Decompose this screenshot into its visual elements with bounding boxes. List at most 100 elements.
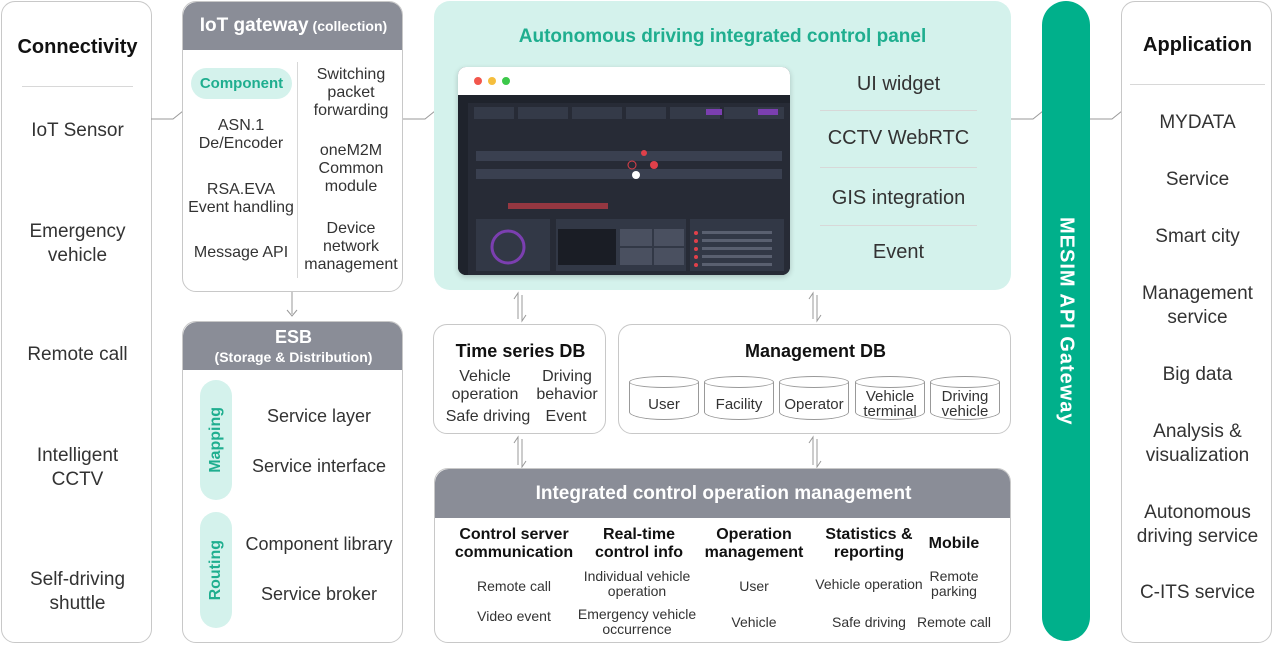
esb-mapping-item: Service layer — [266, 405, 372, 426]
db-cylinder-facility: Facility — [704, 376, 774, 420]
ts-db-item: Driving behavior — [536, 368, 598, 403]
gateway-right-item: Switching packet forwarding — [313, 66, 389, 119]
op-col-item: Emergency vehicle occurrence — [577, 606, 697, 637]
application-item: Autonomous driving service — [1136, 502, 1259, 547]
arrow-panel-management — [808, 291, 822, 323]
panel-item-divider — [820, 110, 977, 111]
arrow-gateway-to-esb — [286, 292, 298, 317]
arrow-gateway-to-application — [1090, 110, 1123, 120]
op-col-item: User — [739, 578, 769, 594]
iot-gateway-title: IoT gateway — [199, 15, 309, 36]
connectivity-item: IoT Sensor — [31, 120, 124, 141]
connectivity-item: Emergency vehicle — [29, 221, 126, 266]
routing-label: Routing — [207, 539, 224, 601]
iot-gateway-subtitle: (collection) — [312, 18, 388, 34]
op-col-item: Vehicle — [731, 614, 777, 630]
esb-header: ESB (Storage & Distribution) — [183, 322, 402, 370]
db-cylinder-label: Vehicle terminal — [863, 388, 917, 420]
db-cylinder-user: User — [629, 376, 699, 420]
window-minimize-icon — [488, 77, 496, 85]
op-col-item: Remote parking — [929, 568, 979, 599]
connectivity-panel: Connectivity IoT Sensor Emergency vehicl… — [1, 1, 152, 643]
iot-gateway-header: IoT gateway (collection) — [183, 2, 402, 50]
connectivity-item: Intelligent CCTV — [36, 445, 119, 490]
mapping-label: Mapping — [207, 407, 224, 473]
esb-routing-item: Component library — [245, 533, 393, 554]
op-col-header: Real-time control info — [595, 526, 683, 561]
arrow-connectivity-to-gateway — [151, 110, 184, 120]
panel-item-divider — [820, 225, 977, 226]
db-cylinder-label: Driving vehicle — [941, 388, 989, 420]
ts-db-item: Vehicle operation — [451, 368, 519, 403]
iot-gateway-vertical-divider — [297, 62, 298, 278]
management-db-title: Management DB — [744, 340, 887, 361]
dashboard-screenshot — [458, 67, 790, 275]
panel-item: GIS integration — [831, 186, 966, 209]
gateway-left-item: ASN.1 De/Encoder — [198, 117, 284, 152]
db-cylinder-label: Operator — [784, 395, 844, 413]
connectivity-item: Self-driving shuttle — [29, 569, 126, 614]
op-col-header: Control server communication — [454, 526, 574, 561]
window-maximize-icon — [502, 77, 510, 85]
op-col-item: Vehicle operation — [815, 575, 923, 592]
gateway-right-item: Device network management — [304, 220, 398, 273]
arrow-timeseries-operation — [513, 435, 527, 469]
op-col-item: Remote call — [917, 614, 991, 630]
application-item: C-ITS service — [1139, 582, 1256, 603]
arrow-management-operation — [808, 435, 822, 469]
dashboard-content-graphic — [458, 95, 790, 275]
application-divider — [1130, 84, 1265, 85]
connectivity-item: Remote call — [27, 344, 128, 365]
op-col-item: Safe driving — [832, 614, 906, 630]
panel-item: UI widget — [856, 72, 941, 95]
esb-subtitle: (Storage & Distribution) — [214, 349, 373, 365]
application-item: Analysis & visualization — [1145, 421, 1250, 466]
panel-item: Event — [872, 240, 925, 263]
dashboard-titlebar — [458, 67, 790, 95]
esb-routing-item: Service broker — [260, 583, 378, 604]
routing-pill: Routing — [200, 512, 232, 628]
db-cylinder-label: User — [648, 395, 680, 413]
api-gateway-bar: MESIM API Gateway — [1042, 1, 1090, 641]
esb-title: ESB — [274, 326, 312, 347]
connectivity-divider — [22, 86, 133, 87]
db-cylinder-label: Facility — [715, 395, 763, 413]
op-col-item: Remote call — [477, 578, 551, 594]
ts-db-item: Event — [545, 408, 587, 425]
connectivity-title: Connectivity — [17, 35, 138, 58]
db-cylinder-driving-vehicle: Driving vehicle — [930, 376, 1000, 420]
application-item: MYDATA — [1159, 112, 1236, 133]
op-col-item: Individual vehicle operation — [583, 568, 691, 599]
op-col-header: Operation management — [704, 526, 804, 561]
gateway-left-item: Message API — [193, 244, 289, 261]
control-panel: Autonomous driving integrated control pa… — [434, 1, 1011, 290]
operation-management-panel: Integrated control operation management … — [434, 468, 1011, 643]
arrow-panel-to-gateway — [1011, 110, 1044, 120]
application-title: Application — [1143, 33, 1252, 56]
gateway-left-item: RSA.EVA Event handling — [188, 181, 294, 216]
application-item: Management service — [1142, 283, 1253, 328]
management-db-panel: Management DB User Facility Operator Veh… — [618, 324, 1011, 434]
application-item: Service — [1165, 169, 1230, 190]
arrow-panel-timeseries — [513, 291, 527, 323]
arrow-gateway-to-panel — [403, 110, 436, 120]
api-gateway-label: MESIM API Gateway — [1055, 216, 1078, 426]
db-cylinder-operator: Operator — [779, 376, 849, 420]
application-item: Big data — [1162, 364, 1233, 385]
panel-item-divider — [820, 167, 977, 168]
operation-management-header: Integrated control operation management — [435, 469, 1010, 518]
panel-item: CCTV WebRTC — [827, 126, 970, 149]
esb-mapping-item: Service interface — [251, 455, 387, 476]
time-series-db-panel: Time series DB Vehicle operation Driving… — [433, 324, 606, 434]
control-panel-title: Autonomous driving integrated control pa… — [518, 26, 927, 47]
gateway-right-item: oneM2M Common module — [318, 142, 384, 195]
time-series-db-title: Time series DB — [455, 340, 586, 361]
component-pill: Component — [191, 68, 292, 99]
op-col-item: Video event — [477, 608, 551, 624]
db-cylinder-vehicle-terminal: Vehicle terminal — [855, 376, 925, 420]
application-panel: Application MYDATA Service Smart city Ma… — [1121, 1, 1272, 643]
window-close-icon — [474, 77, 482, 85]
mapping-pill: Mapping — [200, 380, 232, 500]
application-item: Smart city — [1155, 226, 1240, 247]
esb-panel: ESB (Storage & Distribution) Mapping Rou… — [182, 321, 403, 643]
